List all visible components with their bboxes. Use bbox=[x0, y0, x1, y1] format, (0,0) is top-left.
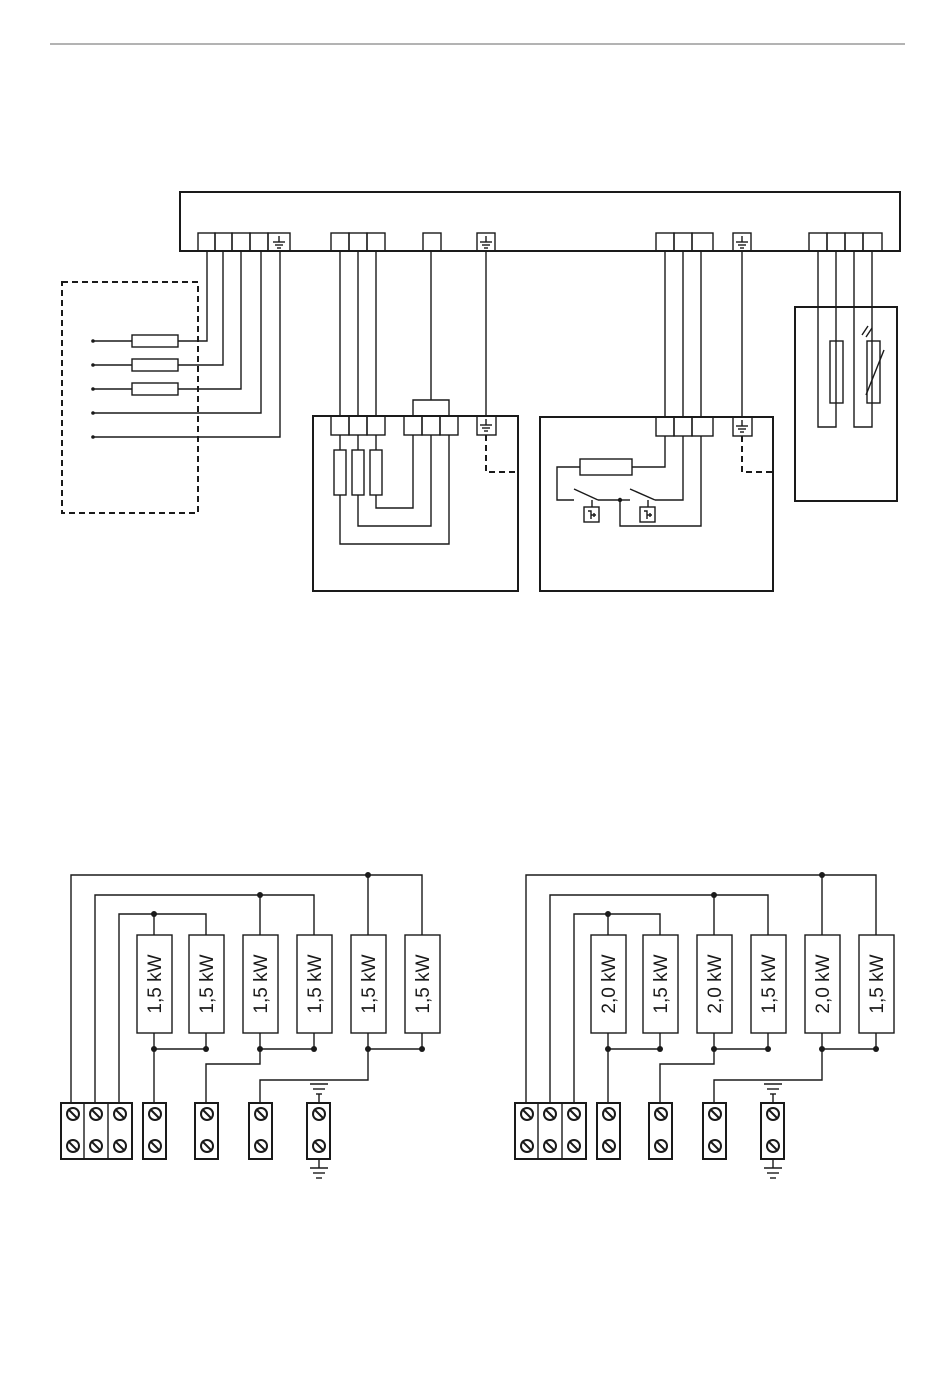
terminal bbox=[143, 1103, 166, 1159]
terminal bbox=[761, 1103, 784, 1159]
heater-element: 1,5 kW bbox=[751, 935, 786, 1033]
element-rating: 1,5 kW bbox=[197, 954, 218, 1013]
fuse bbox=[132, 383, 178, 395]
heater-element: 2,0 kW bbox=[591, 935, 626, 1033]
element-rating: 1,5 kW bbox=[145, 954, 166, 1013]
heater-element: 2,0 kW bbox=[697, 935, 732, 1033]
heater-element: 1,5 kW bbox=[137, 935, 172, 1033]
earth-icon bbox=[764, 1084, 782, 1103]
heater-element: 1,5 kW bbox=[859, 935, 894, 1033]
terminal bbox=[649, 1103, 672, 1159]
earth-icon bbox=[764, 1159, 782, 1178]
heater-unit bbox=[313, 251, 518, 591]
top-schematic bbox=[62, 192, 900, 591]
heater-element: 2,0 kW bbox=[805, 935, 840, 1033]
element-rating: 2,0 kW bbox=[813, 954, 834, 1013]
mains-supply-box bbox=[62, 282, 198, 513]
heater-element: 1,5 kW bbox=[643, 935, 678, 1033]
wiring-diagram-right: 2,0 kW 1,5 kW 2,0 kW 1,5 kW 2,0 kW 1,5 k… bbox=[515, 872, 894, 1178]
heater-element: 1,5 kW bbox=[297, 935, 332, 1033]
heater-element: 1,5 kW bbox=[189, 935, 224, 1033]
element-rating: 1,5 kW bbox=[413, 954, 434, 1013]
heater-element: 1,5 kW bbox=[243, 935, 278, 1033]
terminal bbox=[195, 1103, 218, 1159]
fuse bbox=[132, 335, 178, 347]
element-rating: 1,5 kW bbox=[305, 954, 326, 1013]
element-rating: 1,5 kW bbox=[867, 954, 888, 1013]
heater-element: 1,5 kW bbox=[405, 935, 440, 1033]
terminal bbox=[597, 1103, 620, 1159]
element-rating: 1,5 kW bbox=[759, 954, 780, 1013]
wiring-diagram-left: 1,5 kW 1,5 kW 1,5 kW 1,5 kW 1,5 kW 1,5 k… bbox=[61, 872, 440, 1178]
sensor-unit bbox=[795, 251, 897, 501]
element-rating: 2,0 kW bbox=[705, 954, 726, 1013]
switch-unit bbox=[540, 251, 773, 591]
mains-supply-lines bbox=[91, 251, 280, 439]
control-unit bbox=[180, 192, 900, 251]
element-rating: 1,5 kW bbox=[251, 954, 272, 1013]
element-rating: 1,5 kW bbox=[651, 954, 672, 1013]
fuse bbox=[132, 359, 178, 371]
earth-icon bbox=[310, 1159, 328, 1178]
terminal bbox=[307, 1103, 330, 1159]
element-rating: 1,5 kW bbox=[359, 954, 380, 1013]
heater-element: 1,5 kW bbox=[351, 935, 386, 1033]
element-rating: 2,0 kW bbox=[599, 954, 620, 1013]
terminal bbox=[249, 1103, 272, 1159]
terminal bbox=[703, 1103, 726, 1159]
earth-icon bbox=[310, 1084, 328, 1103]
